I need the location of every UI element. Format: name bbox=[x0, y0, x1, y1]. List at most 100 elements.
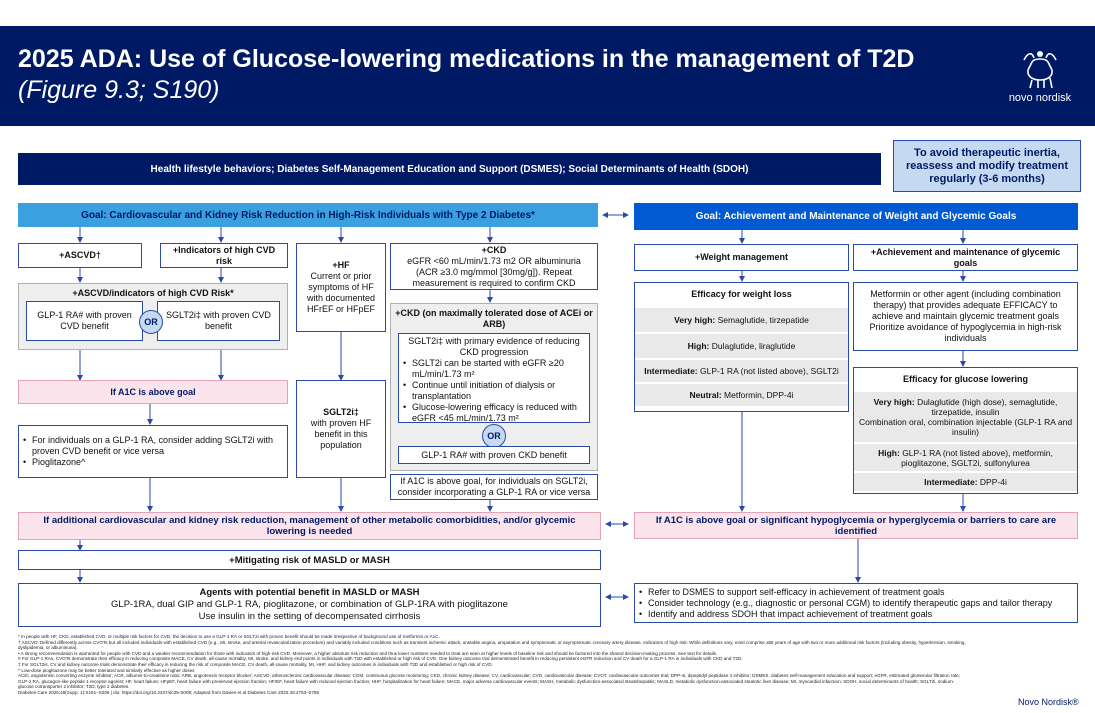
masld-text: +Mitigating risk of MASLD or MASH bbox=[229, 554, 390, 566]
glp1-cvd-text: GLP-1 RA# with proven CVD benefit bbox=[37, 310, 132, 331]
or-text: OR bbox=[487, 431, 501, 441]
footnotes: * In people with HF, CKD, established CV… bbox=[18, 634, 968, 696]
glucose-row-level: Very high: bbox=[873, 397, 915, 407]
or-text: OR bbox=[144, 317, 158, 327]
footnote: * In people with HF, CKD, established CV… bbox=[18, 634, 440, 639]
goal-weight-glycemic: Goal: Achievement and Maintenance of Wei… bbox=[634, 203, 1078, 230]
hf-box: +HF Current or prior symptoms of HF with… bbox=[296, 243, 386, 332]
a1c-above-goal-box: If A1C is above goal bbox=[18, 380, 288, 404]
weight-row-drugs: GLP-1 RA (not listed above), SGLT2i bbox=[700, 366, 839, 376]
logo-text: novo nordisk bbox=[1008, 92, 1072, 104]
metformin-line1: Metformin or other agent (including comb… bbox=[870, 289, 1061, 321]
glucose-row-extra: Combination oral, combination injectable… bbox=[858, 417, 1073, 437]
sglt2-ckd-list: SGLT2i can be started with eGFR ≥20 mL/m… bbox=[403, 358, 585, 424]
high-cvd-risk-text: +Indicators of high CVD risk bbox=[172, 244, 276, 266]
additional-risk-box: If additional cardiovascular and kidney … bbox=[18, 512, 601, 540]
weight-row-level: Very high: bbox=[674, 315, 716, 325]
title-text: 2025 ADA: Use of Glucose-lowering medica… bbox=[18, 45, 915, 73]
list-item: For individuals on a GLP-1 RA, consider … bbox=[23, 435, 283, 457]
sglt2-hf-box: SGLT2i‡ with proven HF benefit in this p… bbox=[296, 380, 386, 478]
weight-row: High: Dulaglutide, liraglutide bbox=[635, 334, 848, 358]
weight-row-level: High: bbox=[687, 341, 710, 351]
agents-box: Agents with potential benefit in MASLD o… bbox=[18, 583, 601, 627]
list-item: Refer to DSMES to support self-efficacy … bbox=[639, 587, 1052, 598]
weight-row-level: Neutral: bbox=[689, 390, 722, 400]
apis-bull-icon bbox=[1023, 51, 1057, 89]
footnote: Diabetes Care 2025;48(Supp. 1):S181–S206… bbox=[18, 689, 320, 695]
a1c-above-goal-text: If A1C is above goal bbox=[110, 386, 196, 397]
agents-line1: GLP-1RA, dual GIP and GLP-1 RA, pioglita… bbox=[111, 599, 508, 610]
weight-row-level: Intermediate: bbox=[644, 366, 698, 376]
ckd-ace-title: +CKD (on maximally tolerated dose of ACE… bbox=[395, 308, 593, 329]
or-badge: OR bbox=[482, 424, 506, 448]
ckd-body: eGFR <60 mL/min/1.73 m2 OR albuminuria (… bbox=[407, 255, 581, 288]
weight-row: Very high: Semaglutide, tirzepatide bbox=[635, 308, 848, 332]
goal-cardio-kidney: Goal: Cardiovascular and Kidney Risk Red… bbox=[18, 203, 598, 227]
ascvd-box: +ASCVD† bbox=[18, 243, 142, 268]
list-item: Identify and address SDOH that impact ac… bbox=[639, 609, 1052, 620]
glucose-row: Intermediate: DPP-4i bbox=[854, 473, 1077, 491]
list-item: Pioglitazone^ bbox=[23, 457, 283, 468]
glucose-efficacy-title: Efficacy for glucose lowering bbox=[902, 374, 1029, 384]
glucose-row-drugs: DPP-4i bbox=[979, 477, 1007, 487]
additional-risk-text: If additional cardiovascular and kidney … bbox=[43, 515, 576, 537]
glp1-ckd-text: GLP-1 RA# with proven CKD benefit bbox=[421, 449, 567, 460]
weight-management-text: +Weight management bbox=[694, 252, 789, 262]
glucose-row-level: Intermediate: bbox=[924, 477, 978, 487]
footnote: • A strong recommendation is warranted f… bbox=[18, 650, 718, 656]
sglt2-hf-title: SGLT2i‡ bbox=[323, 407, 359, 417]
sglt2-hf-body: with proven HF benefit in this populatio… bbox=[310, 418, 372, 450]
list-item: Continue until initiation of dialysis or… bbox=[403, 380, 585, 402]
glucose-row-drugs: GLP-1 RA (not listed above), metformin, … bbox=[901, 447, 1053, 468]
sglt2-cvd-text: SGLT2i‡ with proven CVD benefit bbox=[166, 310, 271, 331]
novo-nordisk-logo: novo nordisk bbox=[995, 50, 1085, 112]
list-item: SGLT2i can be started with eGFR ≥20 mL/m… bbox=[403, 358, 585, 380]
ckd-a1c-box: If A1C is above goal, for individuals on… bbox=[390, 474, 598, 500]
hf-title: +HF bbox=[332, 260, 350, 270]
dsmes-list: Refer to DSMES to support self-efficacy … bbox=[639, 587, 1052, 620]
metformin-box: Metformin or other agent (including comb… bbox=[853, 282, 1078, 351]
glp1-ckd-box: GLP-1 RA# with proven CKD benefit bbox=[398, 446, 590, 464]
ckd-title: +CKD bbox=[481, 244, 507, 255]
sglt2-cvd-box: SGLT2i‡ with proven CVD benefit bbox=[157, 301, 280, 341]
a1c-actions-box: For individuals on a GLP-1 RA, consider … bbox=[18, 425, 288, 478]
footnote: ACEi, angiotensin converting enzyme inhi… bbox=[18, 673, 960, 690]
goal-weight-glycemic-text: Goal: Achievement and Maintenance of Wei… bbox=[695, 211, 1017, 222]
weight-row-drugs: Dulaglutide, liraglutide bbox=[711, 341, 796, 351]
hypo-goal-box: If A1C is above goal or significant hypo… bbox=[634, 512, 1078, 539]
list-item: Consider technology (e.g., diagnostic or… bbox=[639, 598, 1052, 609]
agents-title: Agents with potential benefit in MASLD o… bbox=[199, 587, 420, 598]
or-badge: OR bbox=[139, 310, 163, 334]
brand-mark: Novo Nordisk® bbox=[1018, 697, 1079, 707]
inertia-box: To avoid therapeutic inertia, reassess a… bbox=[893, 140, 1081, 192]
glucose-row-level: High: bbox=[878, 447, 900, 458]
ascvd-group-title: +ASCVD/indicators of high CVD Risk* bbox=[72, 288, 234, 298]
weight-row: Neutral: Metformin, DPP-4i bbox=[635, 384, 848, 406]
glycemic-goals-box: +Achievement and maintenance of glycemic… bbox=[853, 244, 1078, 271]
hf-body: Current or prior symptoms of HF with doc… bbox=[306, 271, 376, 314]
list-item: Glucose-lowering efficacy is reduced wit… bbox=[403, 402, 585, 424]
lifestyle-bar: Health lifestyle behaviors; Diabetes Sel… bbox=[18, 153, 881, 185]
glp1-cvd-box: GLP-1 RA# with proven CVD benefit bbox=[26, 301, 143, 341]
title-reference: (Figure 9.3; S190) bbox=[18, 76, 220, 104]
footnote: ^ Low-dose pioglitazone may be better to… bbox=[18, 667, 195, 673]
weight-row-drugs: Semaglutide, tirzepatide bbox=[717, 315, 809, 325]
header-banner bbox=[0, 26, 1095, 126]
agents-line2: Use insulin in the setting of decompensa… bbox=[198, 611, 421, 622]
weight-row-drugs: Metformin, DPP-4i bbox=[724, 390, 794, 400]
hypo-goal-text: If A1C is above goal or significant hypo… bbox=[655, 514, 1057, 537]
inertia-text: To avoid therapeutic inertia, reassess a… bbox=[905, 146, 1068, 185]
glucose-row: High: GLP-1 RA (not listed above), metfo… bbox=[854, 444, 1077, 471]
masld-box: +Mitigating risk of MASLD or MASH bbox=[18, 550, 601, 570]
goal-cardio-kidney-text: Goal: Cardiovascular and Kidney Risk Red… bbox=[81, 209, 535, 221]
ascvd-text: +ASCVD† bbox=[59, 250, 101, 260]
a1c-actions-list: For individuals on a GLP-1 RA, consider … bbox=[23, 435, 283, 468]
glucose-row: Very high: Dulaglutide (high dose), sema… bbox=[854, 392, 1077, 442]
footnote: # For GLP-1 RAs, CVOTs demonstrate their… bbox=[18, 656, 743, 662]
footnote: † ASCVD: Defined differently across CVOT… bbox=[18, 639, 966, 651]
glycemic-goals-text: +Achievement and maintenance of glycemic… bbox=[870, 246, 1061, 268]
sglt2-ckd-intro: SGLT2i‡ with primary evidence of reducin… bbox=[408, 336, 580, 357]
lifestyle-text: Health lifestyle behaviors; Diabetes Sel… bbox=[150, 163, 749, 175]
footnote: ‡ For SGLT2is, CV and kidney outcome tri… bbox=[18, 661, 493, 667]
